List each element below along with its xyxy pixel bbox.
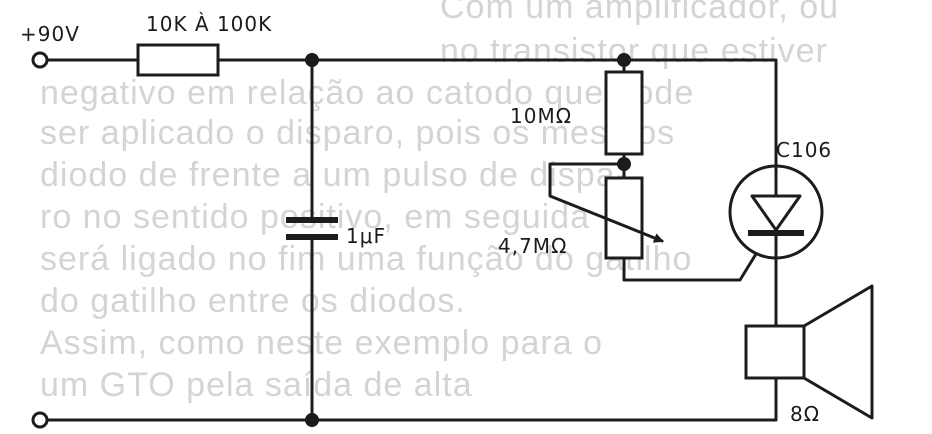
series-resistor-body: [136, 43, 220, 77]
supply-voltage-label: +90V: [20, 22, 80, 46]
capacitor-plate-bottom: [286, 234, 338, 240]
bleed-text-line: Assim, como neste exemplo para o: [40, 324, 604, 362]
bleed-text-line: no transistor que estiver: [440, 32, 828, 70]
bleed-text-line: ser aplicado o disparo, pois os mesmos: [40, 114, 676, 152]
bleed-text-line: do gatilho entre os diodos.: [40, 282, 466, 320]
ground-terminal: [31, 411, 49, 429]
bleed-text-line: será ligado no fim uma função do gatilho: [40, 240, 693, 278]
potentiometer-wiper: [548, 162, 664, 243]
speaker-magnet: [744, 324, 806, 380]
junction-dot: [617, 157, 631, 171]
wire-top-rail: [216, 58, 778, 180]
scr-cathode-bar: [748, 230, 804, 236]
supply-terminal: [31, 51, 49, 69]
series-resistor-label: 10K À 100K: [146, 12, 273, 36]
speaker-cone: [802, 284, 874, 420]
junction-dot: [305, 53, 319, 67]
fixed-resistor-label: 10MΩ: [510, 104, 572, 128]
potentiometer-body: [604, 176, 644, 260]
speaker-impedance-label: 8Ω: [790, 402, 821, 426]
bleed-text-line: Com um amplificador, ou: [440, 0, 840, 26]
potentiometer-label: 4,7MΩ: [498, 234, 568, 258]
scr-label: C106: [776, 138, 833, 162]
junction-dot: [305, 413, 319, 427]
capacitor-label: 1μF: [346, 224, 386, 248]
bleed-text-line: negativo em relação ao catodo que pode: [40, 74, 695, 112]
wire-gate: [622, 239, 766, 282]
bleed-text-line: diodo de frente a um pulso de dispa-: [40, 156, 628, 194]
capacitor-plate-top: [286, 217, 338, 223]
fixed-resistor-body: [604, 70, 644, 156]
wire-bottom-rail: [45, 376, 778, 422]
bleed-text-line: um GTO pela saída de alta: [40, 366, 473, 404]
junction-dot: [617, 53, 631, 67]
scr-diode-triangle: [750, 194, 802, 232]
